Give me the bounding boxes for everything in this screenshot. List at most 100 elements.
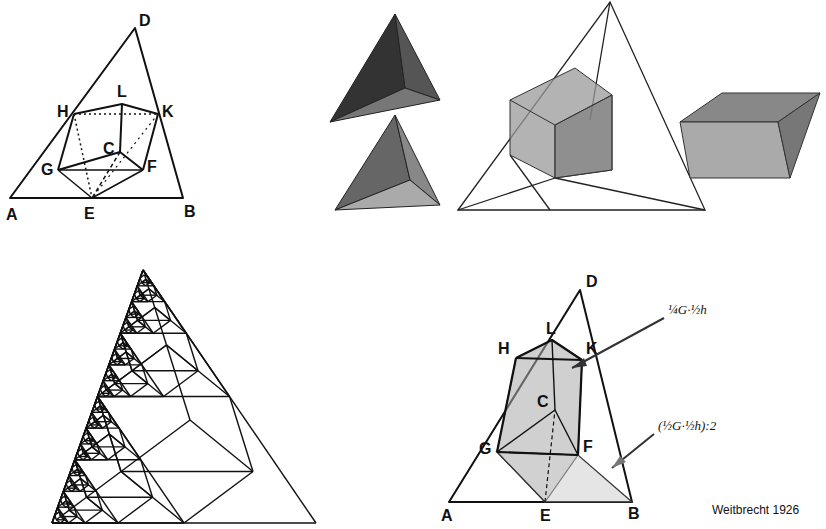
construction-line <box>137 286 148 302</box>
construction-line <box>143 270 165 302</box>
construction-line <box>68 488 72 491</box>
point-label: B <box>184 203 196 221</box>
point-label: E <box>540 507 551 525</box>
construction-line <box>119 343 123 346</box>
construction-line <box>121 471 253 472</box>
construction-line <box>109 365 120 381</box>
point-label: H <box>57 103 69 121</box>
construction-line <box>117 338 121 341</box>
construction-line <box>127 322 128 327</box>
construction-line <box>121 472 153 498</box>
construction-line <box>83 433 87 436</box>
construction-line <box>106 390 110 393</box>
point-label: G <box>479 440 491 458</box>
construction-line <box>56 517 60 520</box>
construction-line <box>89 417 93 420</box>
construction-line <box>135 311 138 320</box>
construction-line <box>73 469 77 472</box>
construction-line <box>66 501 69 510</box>
construction-line <box>75 397 98 460</box>
construction-line <box>66 504 70 507</box>
construction-line <box>146 283 150 286</box>
construction-line <box>88 433 89 438</box>
construction-line <box>60 520 64 523</box>
volume-formula: ¼G·½h <box>668 302 707 317</box>
point-label: A <box>6 206 18 224</box>
construction-line <box>72 488 76 491</box>
source-note: Weitbrecht 1926 <box>712 503 799 517</box>
construction-line <box>113 362 117 365</box>
construction-line <box>103 381 114 397</box>
point-label: G <box>41 161 53 179</box>
construction-line <box>61 517 65 520</box>
construction-line <box>96 409 100 412</box>
construction-line <box>83 453 87 456</box>
construction-line <box>139 291 140 296</box>
construction-line <box>103 422 112 428</box>
construction-line <box>63 491 74 507</box>
construction-line <box>80 485 89 491</box>
construction-line <box>103 415 111 421</box>
construction-line <box>76 464 77 469</box>
construction-line <box>86 428 108 460</box>
construction-line <box>132 370 198 371</box>
construction-line <box>100 406 103 415</box>
construction-line <box>129 330 133 333</box>
construction-line <box>134 314 138 317</box>
construction-line <box>123 322 127 325</box>
construction-line <box>132 302 154 334</box>
construction-line <box>102 390 106 393</box>
construction-line <box>153 320 170 333</box>
construction-line <box>149 289 157 295</box>
construction-line <box>100 385 104 388</box>
point-label: C <box>537 393 549 411</box>
construction-line <box>118 358 122 361</box>
construction-line <box>167 345 191 420</box>
construction-line <box>108 377 112 380</box>
construction-line <box>92 447 100 453</box>
construction-line <box>78 449 82 452</box>
construction-line <box>81 479 89 485</box>
construction-line <box>109 434 125 447</box>
construction-line <box>125 330 129 333</box>
construction-line <box>92 446 125 447</box>
construction-line <box>133 306 134 311</box>
construction-line <box>69 510 77 516</box>
construction-line <box>102 393 106 396</box>
construction-line <box>78 469 82 472</box>
construction-line <box>155 308 171 321</box>
point-label: F <box>147 158 157 176</box>
construction-line <box>62 504 66 507</box>
construction-line <box>129 306 133 309</box>
construction-line <box>135 311 139 314</box>
construction-line <box>85 438 89 441</box>
construction-line <box>71 480 72 485</box>
construction-line <box>115 349 126 365</box>
construction-line <box>98 333 121 396</box>
construction-line <box>108 374 112 377</box>
construction-line <box>123 343 126 352</box>
construction-line <box>113 358 117 361</box>
construction-line <box>63 491 85 523</box>
construction-line <box>115 383 148 384</box>
construction-line <box>148 295 157 301</box>
construction-line <box>52 460 75 523</box>
construction-line <box>130 314 134 317</box>
point-label: H <box>498 340 510 358</box>
construction-line <box>142 283 146 286</box>
point-label: B <box>628 505 640 523</box>
construction-line <box>89 438 93 441</box>
construction-line <box>69 476 80 492</box>
construction-line <box>91 453 100 459</box>
construction-line <box>79 457 83 460</box>
construction-line <box>85 441 89 444</box>
construction-line <box>69 517 78 523</box>
construction-line <box>167 345 199 371</box>
construction-line <box>138 320 146 326</box>
point-label: K <box>586 340 598 358</box>
construction-line <box>89 441 93 444</box>
construction-line <box>66 480 70 483</box>
construction-line <box>126 352 134 358</box>
volume-formula: (½G·½h):2 <box>658 418 716 433</box>
